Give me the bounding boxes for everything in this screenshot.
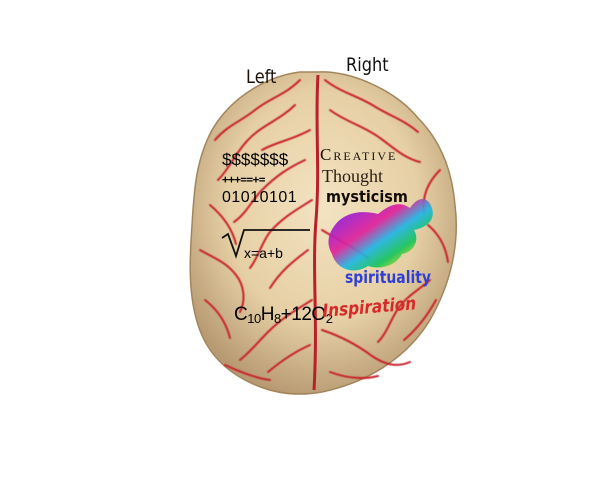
left-hemisphere-label: Left [246, 66, 277, 88]
brain-shape [189, 71, 458, 395]
creative-label: Creative [320, 145, 398, 164]
central-fissure [312, 74, 320, 391]
thought-label: Thought [322, 166, 383, 186]
operator-symbols: +++==+= [222, 173, 265, 186]
left-vessels [199, 79, 313, 381]
mysticism-label: mysticism [326, 187, 408, 206]
right-hemisphere-label: Right [346, 54, 389, 76]
sqrt-symbol [221, 229, 310, 259]
equation: x=a+b [244, 245, 283, 261]
money-symbols: $$$$$$$ [222, 150, 289, 169]
binary-digits: 01010101 [222, 189, 298, 206]
rainbow-blob [328, 199, 433, 271]
spirituality-label: spirituality [345, 268, 432, 288]
chemical-formula: C10H8+12O2 [234, 304, 333, 326]
